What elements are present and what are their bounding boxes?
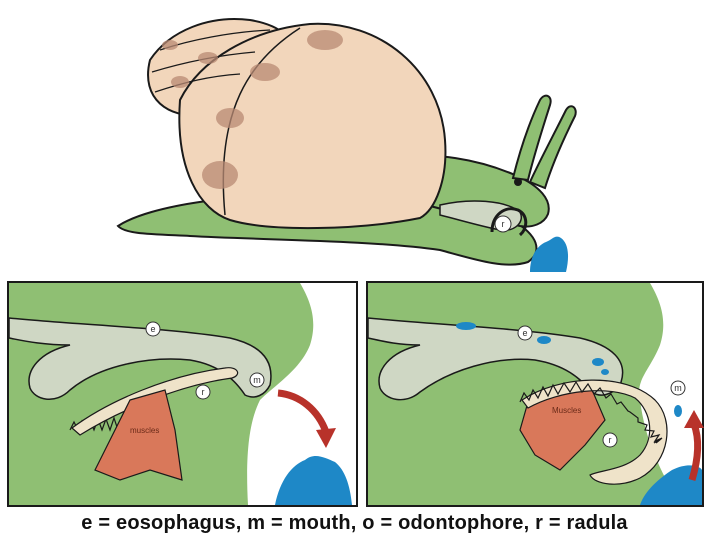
eye-spot (514, 178, 522, 186)
snail-r-label: r (502, 219, 505, 229)
snail-illustration: r (118, 19, 576, 272)
svg-text:e: e (522, 328, 527, 338)
svg-text:r: r (609, 435, 612, 445)
right-label-e: e (518, 326, 532, 340)
left-label-r: r (196, 385, 210, 399)
snail-shell (148, 19, 445, 228)
svg-text:m: m (253, 375, 261, 385)
svg-text:r: r (202, 387, 205, 397)
left-panel: muscles e r m (8, 282, 357, 506)
svg-text:e: e (150, 324, 155, 334)
right-label-r: r (603, 433, 617, 447)
svg-text:m: m (674, 383, 682, 393)
legend-caption: e = eosophagus, m = mouth, o = odontopho… (0, 512, 709, 535)
left-label-e: e (146, 322, 160, 336)
right-label-m: m (671, 381, 685, 395)
left-muscles-label: muscles (130, 426, 159, 435)
snail-radula-label: r (495, 216, 511, 232)
right-muscles-label: Muscles (552, 406, 581, 415)
left-label-m: m (250, 373, 264, 387)
right-panel: Muscles e r m (367, 282, 704, 506)
